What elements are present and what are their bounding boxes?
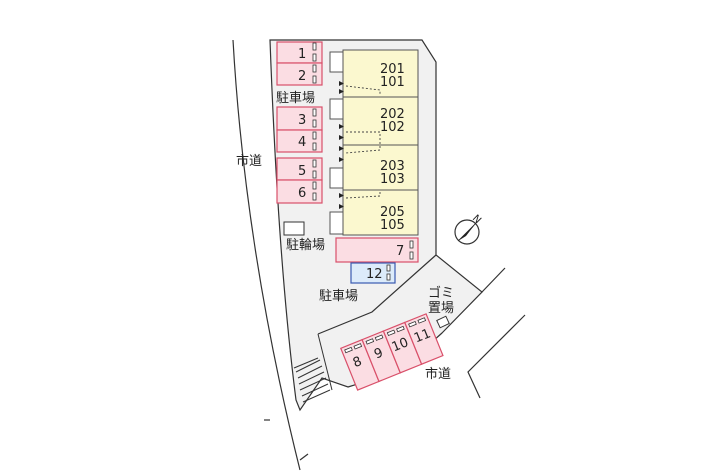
parking-label-bottom: 駐車場 [319,289,358,304]
parking-number: 7 [396,244,404,259]
unit-number: 102 [380,120,405,135]
unit-201-101 [342,49,419,98]
parking-number: 4 [298,135,306,150]
road-label-bottom: 市道 [425,366,451,382]
unit-number: 205 [380,205,405,220]
unit-number: 105 [380,218,405,233]
parking-space-4 [276,129,323,153]
road-edge-left [232,39,301,471]
parking-space-7 [335,237,419,263]
unit-number: 202 [380,107,405,122]
parking-number: 11 [412,326,433,346]
parking-number: 2 [298,69,306,84]
parking-number: 10 [390,335,411,355]
compass-icon: N [454,213,483,245]
road-label-left: 市道 [236,153,262,169]
parking-space-6 [276,179,323,204]
parking-number: 3 [298,113,306,128]
stairs [293,333,333,403]
bicycle-parking-label: 駐輪場 [286,237,325,253]
road-mark [299,453,309,461]
unit-number: 201 [380,62,405,77]
unit-number: 103 [380,172,405,187]
parking-space-2 [276,62,323,86]
parking-bottom: 8 9 10 11 [340,313,444,391]
unit-number: 101 [380,75,405,90]
garbage-bin [436,315,450,329]
parking-number: 5 [298,164,306,179]
bicycle-rack [283,221,305,236]
parking-left: 1 2 3 4 5 6 [276,41,323,204]
unit-202-102 [342,96,419,146]
garbage-label: 置場 [428,301,454,316]
parking-number: 12 [366,267,383,282]
unit-number: 203 [380,159,405,174]
parking-space-11 [403,313,444,365]
parking-label-top: 駐車場 [276,91,315,106]
lot-divider [317,254,437,335]
road-edge-right-lower [467,314,526,399]
garbage-label: ゴミ [428,285,454,301]
parking-number: 1 [298,47,306,62]
parking-space-12 [350,262,396,284]
road-edge-right [481,267,506,293]
parking-number: 6 [298,186,306,201]
building: 201 101 202 102 203 103 205 105 [329,49,419,236]
